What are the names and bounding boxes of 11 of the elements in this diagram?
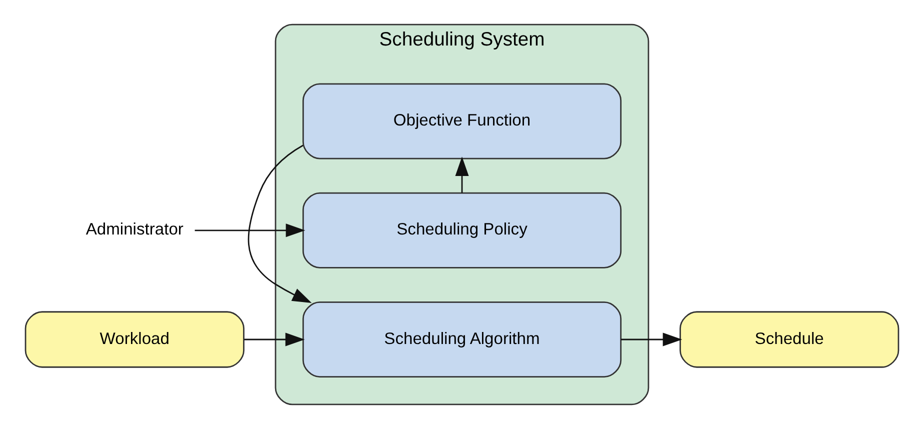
arrow xyxy=(454,156,468,193)
arrow xyxy=(247,144,312,303)
node-box: Scheduling Policy xyxy=(302,192,622,268)
node-box: Objective Function xyxy=(302,83,622,160)
arrow xyxy=(194,224,305,238)
node-text: Administrator xyxy=(85,220,183,239)
arrow xyxy=(244,332,304,346)
node-box: Schedule xyxy=(679,311,899,368)
node-box: Scheduling Algorithm xyxy=(302,302,622,378)
node-box: Workload xyxy=(24,311,244,368)
arrow xyxy=(620,332,682,346)
